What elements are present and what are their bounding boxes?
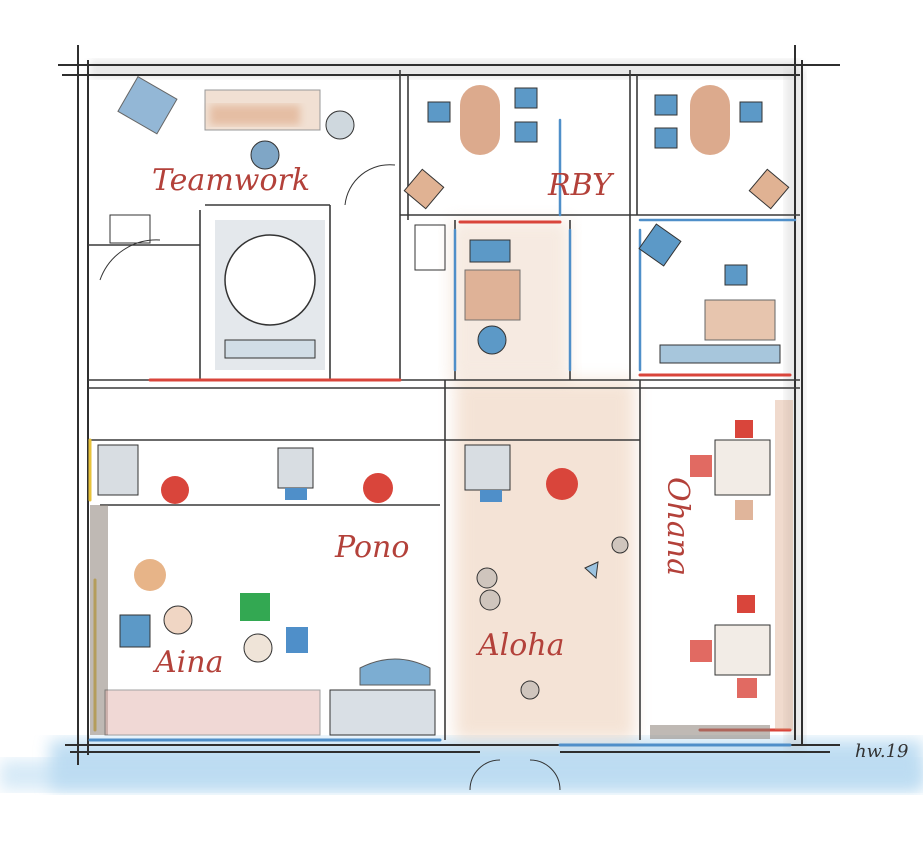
right-office-furniture: [638, 223, 781, 364]
aina-furniture: [104, 559, 321, 736]
entry-bench: [329, 658, 436, 736]
pono-desks: [97, 444, 578, 504]
rby-furniture: [403, 85, 790, 210]
teamwork-furniture: [109, 75, 355, 244]
aloha-seating: [476, 536, 629, 700]
room-label-aloha: Aloha: [475, 628, 565, 663]
planter-left: [90, 505, 108, 735]
exterior-walls: [58, 45, 840, 765]
ohana-furniture: [690, 400, 793, 730]
small-office-furniture: [414, 224, 521, 355]
room-label-rby: RBY: [547, 168, 615, 203]
meeting-table: [215, 220, 325, 370]
room-label-teamwork: Teamwork: [152, 163, 310, 198]
room-label-ohana: Ohana: [660, 477, 695, 576]
door-swings: [99, 164, 561, 791]
planter-bottom: [650, 725, 770, 739]
room-label-aina: Aina: [152, 645, 223, 680]
water-strip: [0, 740, 923, 790]
room-label-pono: Pono: [334, 530, 409, 565]
artist-signature: hw.19: [855, 741, 909, 762]
